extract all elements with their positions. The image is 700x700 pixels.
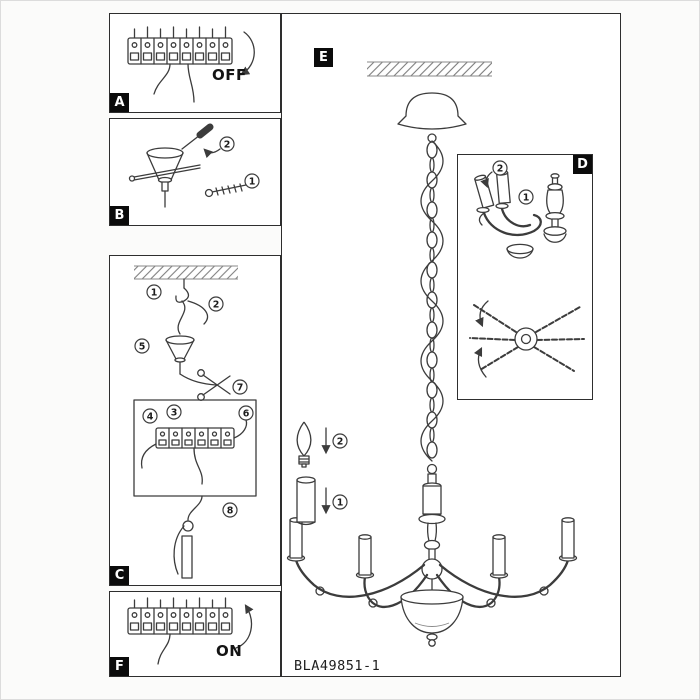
model-number: BLA49851-1 (294, 658, 381, 674)
turn-off-arrow-icon (240, 31, 255, 76)
panel-b-label: B (110, 206, 129, 225)
step-8-badge: 8 (222, 502, 238, 518)
svg-text:1: 1 (249, 176, 256, 187)
wiring-assembly-drawing: 1 2 5 7 (133, 265, 257, 579)
panel-f-switch-on: ON F (109, 591, 281, 677)
svg-text:1: 1 (151, 287, 158, 298)
candle-sleeve (558, 517, 578, 562)
step-4-badge: 4 (142, 408, 158, 424)
sleeve-icon (296, 476, 316, 526)
chain (426, 141, 438, 459)
svg-text:2: 2 (497, 163, 504, 174)
terminal-block-on-drawing (127, 597, 254, 665)
power-cord-wave (420, 140, 444, 462)
step-2-badge: 2 (208, 296, 224, 312)
bulb-icon (296, 421, 312, 468)
svg-text:3: 3 (171, 407, 178, 418)
mounting-rod (128, 164, 201, 182)
panel-c-label: C (110, 566, 129, 585)
screwdriver-icon (181, 123, 214, 150)
spindle-piece (543, 173, 567, 243)
panel-e-label: E (314, 48, 333, 67)
panel-a-label: A (110, 93, 129, 112)
scissors-icon (179, 369, 231, 401)
turn-on-arrow-icon (235, 604, 254, 649)
ceiling-hook (175, 278, 190, 303)
step-7-badge: 7 (232, 379, 248, 395)
terminal-inset-box (133, 399, 257, 497)
candle-holders (286, 517, 578, 579)
panel-b-canopy-drawing: 2 1 B (109, 118, 281, 226)
detail-arms (478, 207, 542, 259)
svg-text:7: 7 (237, 382, 244, 393)
terminal-strip-small (155, 427, 235, 449)
panel-d-label: D (573, 155, 592, 174)
step-1-badge: 1 (332, 494, 348, 510)
panel-c-wiring-drawing: 1 2 5 7 (109, 255, 281, 586)
screw-in-arrow-icon (473, 346, 487, 378)
step-6-badge: 6 (238, 405, 254, 421)
power-cord (153, 63, 195, 103)
svg-text:1: 1 (337, 497, 344, 508)
candle-sleeve (489, 534, 509, 579)
canopy (397, 92, 467, 143)
detail-candles (474, 170, 511, 214)
on-label: ON (216, 642, 243, 660)
off-label: OFF (212, 66, 247, 84)
chandelier-drawing: 2 1 (286, 61, 578, 647)
svg-text:6: 6 (243, 408, 250, 419)
ceiling-hatch (367, 61, 492, 77)
svg-text:2: 2 (337, 436, 344, 447)
panel-f-label: F (110, 657, 129, 676)
canopy-small (165, 335, 195, 375)
power-cord (157, 633, 171, 665)
terminal-wires (140, 419, 248, 485)
step-1-badge: 1 (518, 189, 534, 205)
step-2-badge: 2 (492, 160, 508, 176)
step-1-badge: 1 (146, 284, 162, 300)
long-screw (204, 183, 247, 198)
svg-text:1: 1 (523, 192, 530, 203)
ceiling-hatch (134, 265, 238, 280)
panel-d-arm-detail: 2 1 D (457, 154, 593, 400)
panel-a-switch-off: OFF A (109, 13, 281, 113)
step-2-badge: 2 (332, 433, 348, 449)
step-1-badge: 1 (244, 173, 260, 189)
panel-e-main-drawing: 2 1 (281, 13, 621, 677)
candle-sleeve (355, 534, 375, 579)
svg-text:8: 8 (227, 505, 234, 516)
terminal-strip (127, 597, 233, 635)
chandelier-body (418, 463, 446, 591)
svg-text:2: 2 (224, 139, 231, 150)
terminal-block-off-drawing (127, 26, 255, 103)
turn-arrow-icon (203, 148, 221, 159)
bottom-bowl (400, 589, 464, 647)
canopy-assembly-drawing: 2 1 (128, 123, 260, 208)
screw-in-arrow-icon (475, 300, 489, 328)
svg-text:2: 2 (213, 299, 220, 310)
rotate-arrow-icon (480, 171, 493, 189)
step-5-badge: 5 (134, 338, 150, 354)
hanging-cord (177, 300, 209, 335)
step-3-badge: 3 (166, 404, 182, 420)
canopy-funnel (146, 147, 184, 208)
svg-text:4: 4 (147, 411, 154, 422)
arm-detail-drawing: 2 1 (469, 160, 585, 378)
svg-text:5: 5 (139, 341, 146, 352)
cord-lower (173, 495, 203, 579)
step-2-badge: 2 (219, 136, 235, 152)
terminal-strip (127, 26, 233, 65)
arm-hub-spokes (469, 304, 585, 372)
